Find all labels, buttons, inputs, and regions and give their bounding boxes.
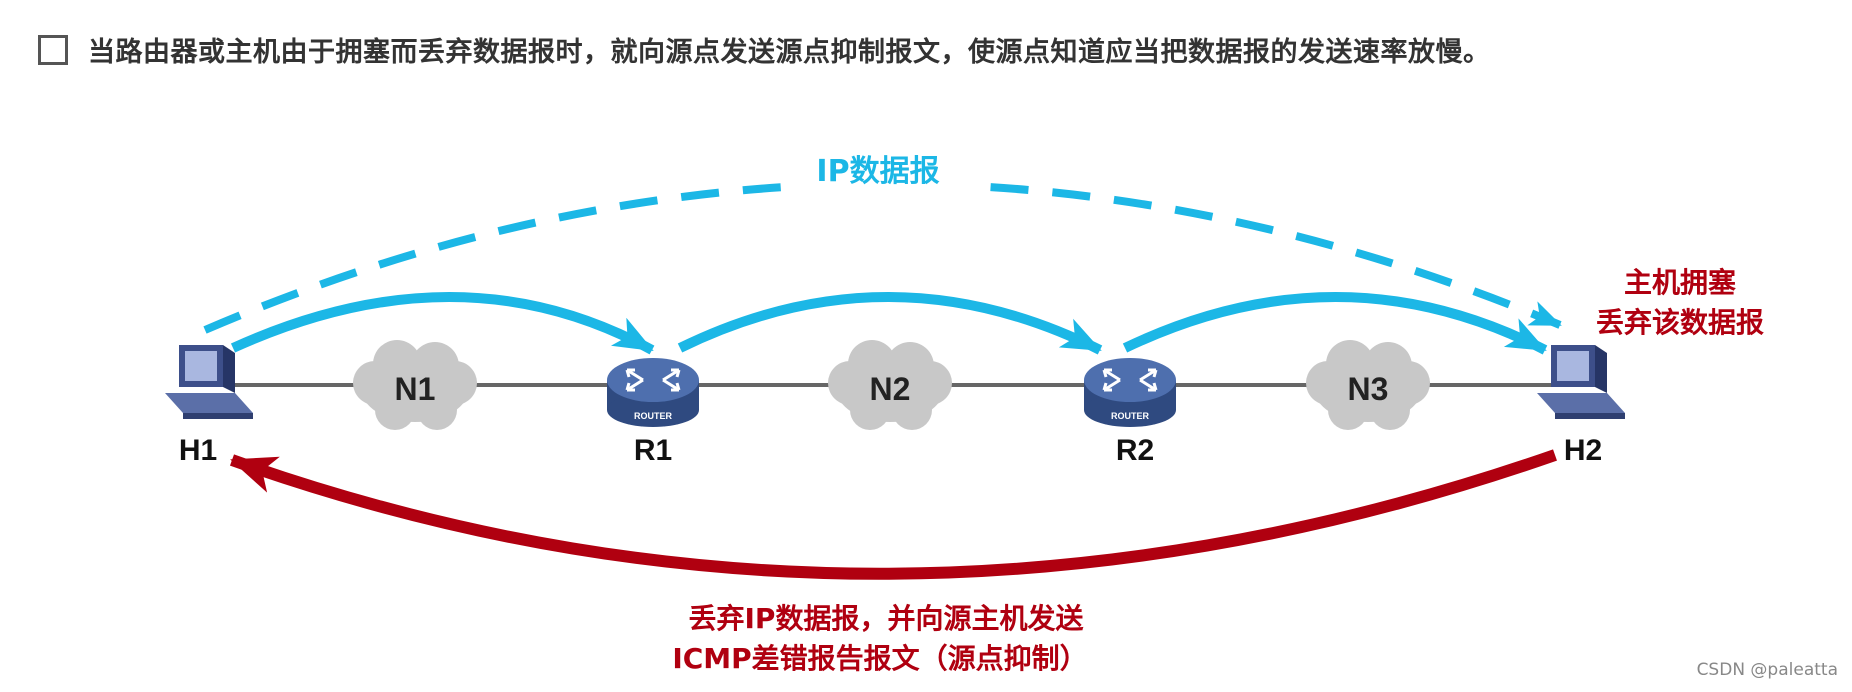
icmp-source-quench-arrow	[229, 449, 1557, 580]
checkbox-icon[interactable]	[38, 34, 68, 65]
icmp-label-line2: ICMP差错报告报文（源点抑制）	[672, 642, 1087, 675]
hop-arrow-h1-r1	[230, 292, 655, 355]
router-badge-r1: ROUTER	[634, 411, 673, 421]
host-computer-icon-h2	[1537, 345, 1625, 419]
router-label-r1: R1	[634, 434, 672, 467]
ip-label-backdrop	[790, 145, 980, 195]
ip-datagram-dashed-arrow	[203, 179, 1562, 334]
network-label-n3: N3	[1348, 371, 1389, 407]
network-cloud-n3: N3	[1306, 340, 1430, 430]
router-badge-r2: ROUTER	[1111, 411, 1150, 421]
hop-arrow-r2-h2	[1122, 292, 1548, 355]
network-cloud-n1: N1	[353, 340, 477, 430]
header: 当路由器或主机由于拥塞而丢弃数据报时，就向源点发送源点抑制报文，使源点知道应当把…	[38, 30, 1491, 69]
router-icon-r1: ROUTER	[607, 358, 699, 427]
network-label-n2: N2	[870, 371, 911, 407]
router-icon-r2: ROUTER	[1084, 358, 1176, 427]
ip-datagram-label: IP数据报	[816, 154, 939, 189]
host-label-h1: H1	[179, 434, 217, 467]
congestion-label-line1: 主机拥塞	[1624, 266, 1736, 299]
host-label-h2: H2	[1564, 434, 1602, 467]
icmp-label-line1: 丢弃IP数据报，并向源主机发送	[689, 602, 1084, 635]
watermark: CSDN @paleatta	[1696, 660, 1838, 680]
congestion-label-line2: 丢弃该数据报	[1596, 306, 1764, 339]
router-label-r2: R2	[1116, 434, 1154, 467]
network-label-n1: N1	[395, 371, 436, 407]
hop-arrow-r1-r2	[677, 292, 1103, 355]
host-computer-icon-h1	[165, 345, 253, 419]
network-cloud-n2: N2	[828, 340, 952, 430]
header-text: 当路由器或主机由于拥塞而丢弃数据报时，就向源点发送源点抑制报文，使源点知道应当把…	[88, 37, 1491, 68]
